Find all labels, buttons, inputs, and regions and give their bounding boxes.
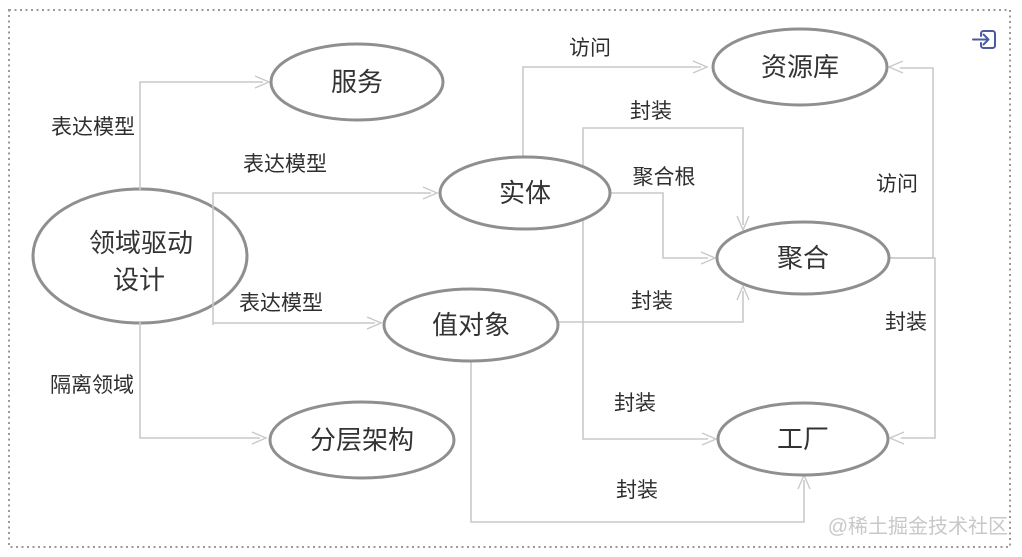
node-ellipse-aggregate [715, 220, 891, 296]
node-label-ddd-line2: 设计 [113, 266, 165, 295]
edge-label-encapsulate-factory-right: 封装 [885, 310, 927, 334]
enter-fullscreen-icon-box [980, 30, 996, 49]
edge-ddd-layered-architecture-arrowhead [251, 431, 268, 445]
edge-value-object-factory-line [470, 361, 805, 523]
edge-label-access-repository-right: 访问 [876, 172, 918, 196]
edge-ddd-service-arrowhead [254, 75, 271, 89]
edge-label-express-model-value-object: 表达模型 [239, 291, 323, 315]
edge-label-isolate-domain: 隔离领域 [50, 373, 134, 397]
edge-ddd-entity-line [212, 192, 431, 325]
edge-ddd-layered-architecture-line [139, 322, 260, 439]
edge-aggregate-factory-line [888, 257, 936, 439]
node-ellipse-value-object [382, 287, 560, 363]
edge-entity-repository-arrowhead [692, 60, 709, 74]
edge-ddd-entity-arrowhead [422, 186, 439, 200]
node-label-value-object: 值对象 [432, 311, 510, 340]
edge-value-object-aggregate-arrowhead [736, 284, 750, 301]
enter-fullscreen-icon-arrow [972, 33, 990, 46]
node-label-ddd-line1: 领域驱动 [89, 229, 193, 258]
edge-ddd-value-object-arrowhead [366, 316, 383, 330]
edge-label-express-model-service: 表达模型 [51, 115, 135, 139]
edge-entity-aggregate-root-arrowhead [700, 251, 717, 265]
node-label-layer: 领域驱动 设计 服务 实体 值对象 分层架构 资源库 聚合 工厂 [89, 53, 839, 455]
edge-entity-aggregate-top-line [582, 127, 744, 225]
node-ellipse-service [269, 42, 445, 122]
edge-label-layer: 表达模型 表达模型 表达模型 隔离领域 访问 封装 聚合根 封装 封装 封装 访… [50, 36, 927, 502]
edge-label-express-model-entity: 表达模型 [243, 152, 327, 176]
node-label-repository: 资源库 [761, 53, 839, 82]
node-label-service: 服务 [331, 68, 383, 97]
node-ellipse-entity [438, 155, 612, 231]
edge-aggregate-factory-arrowhead [888, 431, 905, 445]
edge-entity-factory-arrowhead [701, 432, 718, 446]
edge-label-encapsulate-aggregate-top: 封装 [630, 99, 672, 123]
edge-ddd-service-line [139, 81, 263, 190]
edge-label-access-repository: 访问 [569, 36, 611, 60]
edge-entity-aggregate-top-arrowhead [736, 215, 750, 232]
edge-entity-factory-line [582, 190, 708, 440]
node-ellipse-factory [716, 401, 890, 477]
edge-label-aggregate-root: 聚合根 [633, 165, 696, 189]
node-layer [268, 27, 891, 480]
node-ellipse-layered-architecture [268, 400, 456, 480]
node-ellipse-repository [711, 27, 889, 107]
edge-entity-aggregate-root-line [608, 192, 708, 259]
edge-label-encapsulate-factory-left: 封装 [614, 391, 656, 415]
node-label-entity: 实体 [499, 179, 551, 208]
edge-value-object-aggregate-line [558, 291, 744, 323]
dotted-border [8, 9, 1011, 548]
edge-label-encapsulate-factory-bottom: 封装 [616, 478, 658, 502]
edge-label-encapsulate-aggregate-bottom: 封装 [631, 289, 673, 313]
watermark-text: @稀土掘金技术社区 [828, 515, 1008, 538]
edge-entity-repository-line [522, 66, 701, 158]
node-label-layered-architecture: 分层架构 [310, 426, 414, 455]
node-label-factory: 工厂 [777, 425, 829, 454]
node-label-aggregate: 聚合 [777, 244, 829, 273]
edge-aggregate-repository-line [888, 67, 934, 259]
enter-fullscreen-icon[interactable] [972, 30, 996, 49]
edge-aggregate-repository-arrowhead [887, 60, 904, 74]
